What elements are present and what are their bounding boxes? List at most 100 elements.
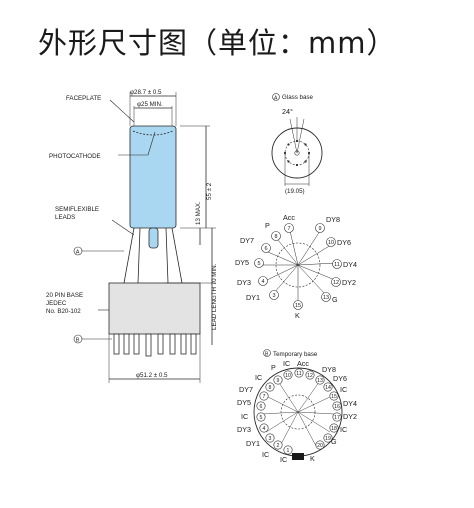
tb-ic-l2: IC xyxy=(241,412,248,421)
svg-text:15: 15 xyxy=(331,394,337,400)
temporary-base-view: B Temporary base 10 11 12 1 xyxy=(237,349,357,464)
svg-text:16: 16 xyxy=(334,404,340,410)
pin-a-k: K xyxy=(295,311,300,320)
pin-a-dy2: DY2 xyxy=(342,278,356,287)
svg-text:14: 14 xyxy=(325,385,331,391)
svg-text:B: B xyxy=(265,351,269,357)
photocathode-label: PHOTOCATHODE xyxy=(49,153,101,160)
leads-label: LEADS xyxy=(55,214,75,221)
svg-text:6: 6 xyxy=(260,404,263,410)
svg-text:15: 15 xyxy=(295,303,301,309)
pin-diagram-a: 7 8 9 6 10 5 11 4 12 3 13 15 Acc P DY8 D… xyxy=(235,213,357,320)
pin-base-body xyxy=(108,282,201,335)
tb-dy6: DY6 xyxy=(333,374,347,383)
dim-height-label: 55 ± 2 xyxy=(206,182,213,200)
tb-ic-r1: IC xyxy=(340,385,347,394)
svg-text:20: 20 xyxy=(317,443,323,449)
pin-a-acc: Acc xyxy=(283,213,295,222)
svg-text:5: 5 xyxy=(260,415,263,421)
svg-text:3: 3 xyxy=(269,436,272,442)
svg-text:7: 7 xyxy=(287,226,290,232)
svg-text:18: 18 xyxy=(331,426,337,432)
lead-left xyxy=(123,227,135,284)
tb-ic-r2: IC xyxy=(340,425,347,434)
svg-text:9: 9 xyxy=(318,226,321,232)
svg-text:11: 11 xyxy=(334,262,340,268)
svg-text:12: 12 xyxy=(307,373,313,379)
tb-p: P xyxy=(271,363,276,372)
glass-base-angle: 24° xyxy=(282,107,293,116)
tb-ic-b1: IC xyxy=(262,450,269,459)
marker-a: A xyxy=(73,246,83,256)
pin-a-dy1: DY1 xyxy=(246,293,260,302)
pin-a-p: P xyxy=(265,221,270,230)
faceplate-label: FACEPLATE xyxy=(66,95,101,102)
svg-text:3: 3 xyxy=(272,293,275,299)
svg-text:12: 12 xyxy=(333,280,339,286)
svg-text:6: 6 xyxy=(264,246,267,252)
svg-text:4: 4 xyxy=(261,279,264,285)
svg-text:8: 8 xyxy=(274,234,277,240)
dim-top-label: φ28.7 ± 0.5 xyxy=(130,89,162,96)
lead-right xyxy=(171,227,183,284)
svg-text:7: 7 xyxy=(263,394,266,400)
tb-ic-top: IC xyxy=(283,359,290,368)
tb-dy4: DY4 xyxy=(343,399,357,408)
dim-inner-label: φ25 MIN. xyxy=(137,101,163,108)
temporary-base-title: Temporary base xyxy=(273,351,318,358)
svg-text:10: 10 xyxy=(285,373,291,379)
svg-text:A: A xyxy=(274,95,278,101)
tb-dy1: DY1 xyxy=(246,439,260,448)
svg-text:A: A xyxy=(76,250,80,256)
glass-base-dim: (19.05) xyxy=(285,188,305,195)
svg-text:4: 4 xyxy=(263,426,266,432)
tb-dy2: DY2 xyxy=(343,412,357,421)
dim-13max-label: 13 MAX. xyxy=(195,201,202,225)
base-label-2: JEDEC xyxy=(46,300,67,307)
base-label-1: 20 PIN BASE xyxy=(46,292,83,299)
tb-g: G xyxy=(331,437,337,446)
tb-dy7: DY7 xyxy=(239,385,253,394)
svg-text:19: 19 xyxy=(325,436,331,442)
tb-dy3: DY3 xyxy=(237,425,251,434)
svg-text:9: 9 xyxy=(277,378,280,384)
marker-b: B xyxy=(73,334,83,344)
pin-a-dy8: DY8 xyxy=(326,215,340,224)
glass-base-view: A Glass base 24° (19.05) xyxy=(271,93,323,195)
tube-envelope xyxy=(129,125,177,229)
svg-text:11: 11 xyxy=(296,371,301,377)
dim-lead-label: LEAD LENGTH 70 MIN. xyxy=(211,263,218,330)
svg-text:5: 5 xyxy=(257,261,260,267)
svg-text:1: 1 xyxy=(287,448,290,454)
svg-text:8: 8 xyxy=(269,385,272,391)
svg-text:17: 17 xyxy=(334,415,340,421)
pin-a-g: G xyxy=(332,295,338,304)
semiflexible-label: SEMIFLEXIBLE xyxy=(55,206,99,213)
tb-k: K xyxy=(310,454,315,463)
pin-a-dy6: DY6 xyxy=(337,238,351,247)
base-pins xyxy=(113,333,197,357)
tb-dy5: DY5 xyxy=(237,398,251,407)
tb-ic-l1: IC xyxy=(255,373,262,382)
tb-ic-b2: IC xyxy=(280,455,287,464)
glass-base-title: Glass base xyxy=(282,94,314,101)
pin-a-dy7: DY7 xyxy=(240,236,254,245)
dim-bottom-label: φ51.2 ± 0.5 xyxy=(136,372,168,379)
pin-a-dy3: DY3 xyxy=(237,278,251,287)
pin-a-dy5: DY5 xyxy=(235,258,249,267)
svg-text:13: 13 xyxy=(317,378,323,384)
tb-dy8: DY8 xyxy=(322,365,336,374)
svg-text:2: 2 xyxy=(277,443,280,449)
exhaust-tip xyxy=(148,227,159,249)
svg-text:B: B xyxy=(76,338,80,344)
base-label-3: No. B20-102 xyxy=(46,308,81,315)
tube-side-view xyxy=(82,92,216,383)
svg-text:10: 10 xyxy=(328,240,334,246)
lead-inner-left xyxy=(137,227,141,284)
pin-a-dy4: DY4 xyxy=(343,260,357,269)
page-title: 外形尺寸图（单位：mm） xyxy=(38,26,397,60)
lead-inner-right xyxy=(165,227,169,284)
tb-acc: Acc xyxy=(297,359,309,368)
svg-text:13: 13 xyxy=(323,295,329,301)
